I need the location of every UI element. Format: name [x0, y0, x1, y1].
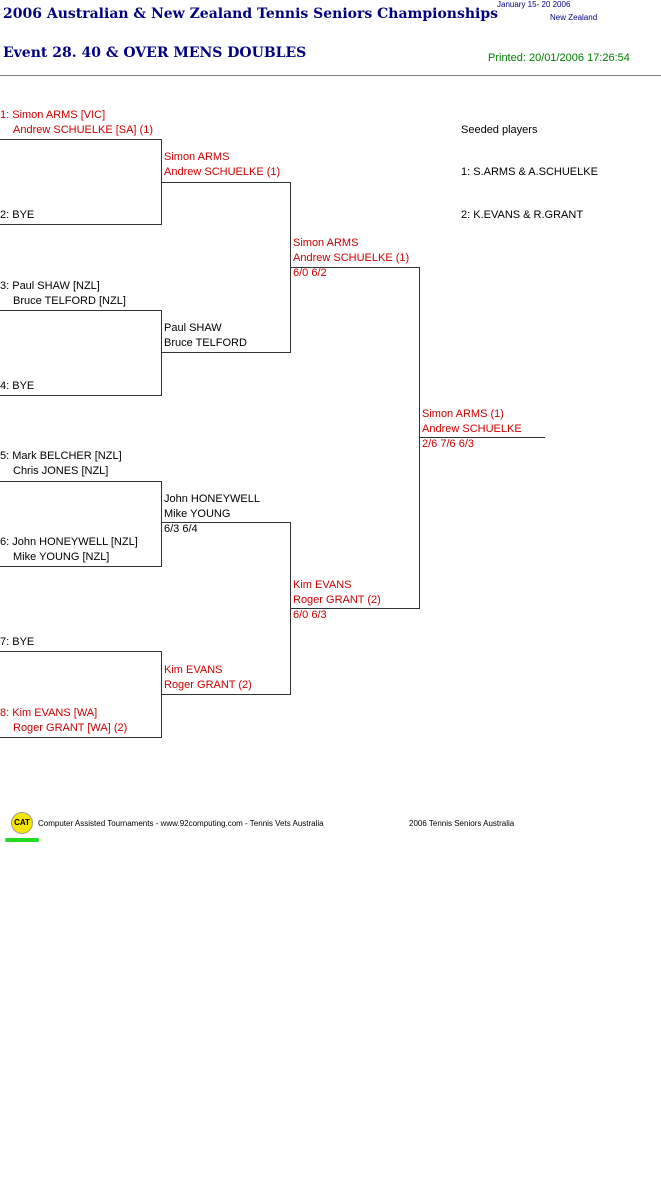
- r2-entry-1-line1: Simon ARMS: [164, 151, 230, 163]
- sf-entry-1-score: 6/0 6/2: [293, 267, 327, 279]
- logo-underline: [5, 838, 39, 842]
- r1-entry-5-line2: Chris JONES [NZL]: [13, 465, 109, 477]
- final-line: [419, 437, 545, 438]
- footer-credits: Computer Assisted Tournaments - www.92co…: [38, 819, 324, 828]
- r1-line-7: [0, 651, 161, 652]
- sf-entry-2-line1: Kim EVANS: [293, 579, 352, 591]
- r1-entry-6-line1: 6: John HONEYWELL [NZL]: [0, 536, 138, 548]
- seeded-player-2: 2: K.EVANS & R.GRANT: [461, 209, 584, 221]
- r1-line-8: [0, 737, 161, 738]
- seeded-player-1: 1: S.ARMS & A.SCHUELKE: [461, 166, 598, 178]
- r1-entry-1-line2: Andrew SCHUELKE [SA] (1): [13, 124, 153, 136]
- tournament-title: 2006 Australian & New Zealand Tennis Sen…: [3, 6, 499, 22]
- final-line1: Simon ARMS (1): [422, 408, 504, 420]
- r2-entry-3-score: 6/3 6/4: [164, 523, 198, 535]
- r2-entry-2-line2: Bruce TELFORD: [164, 337, 247, 349]
- r1-line-2: [0, 224, 161, 225]
- footer-organisation: 2006 Tennis Seniors Australia: [409, 819, 515, 828]
- sf-entry-2-line2: Roger GRANT (2): [293, 594, 381, 606]
- r1-entry-3-line1: 3: Paul SHAW [NZL]: [0, 280, 100, 292]
- r1-line-4: [0, 395, 161, 396]
- r2-entry-4-line1: Kim EVANS: [164, 664, 223, 676]
- final-score: 2/6 7/6 6/3: [422, 438, 474, 450]
- r2-line-3: [161, 522, 290, 523]
- r1-entry-1-line1: 1: Simon ARMS [VIC]: [0, 109, 106, 121]
- event-title: Event 28. 40 & OVER MENS DOUBLES: [3, 45, 307, 61]
- cat-logo-icon: CAT: [11, 812, 33, 834]
- r1-entry-2-line1: 2: BYE: [0, 209, 35, 221]
- tournament-location: New Zealand: [550, 13, 598, 22]
- r1-connector-2: [161, 310, 162, 396]
- r1-line-3: [0, 310, 161, 311]
- r1-line-6: [0, 566, 161, 567]
- seeded-players-heading: Seeded players: [461, 124, 538, 136]
- r1-connector-3: [161, 481, 162, 567]
- r1-entry-3-line2: Bruce TELFORD [NZL]: [13, 295, 126, 307]
- r1-entry-8-line2: Roger GRANT [WA] (2): [13, 722, 128, 734]
- r2-line-4: [161, 694, 290, 695]
- r2-entry-2-line1: Paul SHAW: [164, 322, 222, 334]
- sf-entry-1-line2: Andrew SCHUELKE (1): [293, 252, 410, 264]
- printed-timestamp: Printed: 20/01/2006 17:26:54: [488, 52, 630, 64]
- r1-entry-6-line2: Mike YOUNG [NZL]: [13, 551, 110, 563]
- r2-line-2: [161, 352, 290, 353]
- sf-line-1: [290, 267, 419, 268]
- r1-line-1: [0, 139, 161, 140]
- r1-entry-7-line1: 7: BYE: [0, 636, 35, 648]
- tournament-dates: January 15- 20 2006: [497, 0, 571, 9]
- sf-line-2: [290, 608, 419, 609]
- r1-entry-8-line1: 8: Kim EVANS [WA]: [0, 707, 98, 719]
- sf-entry-2-score: 6/0 6/3: [293, 609, 327, 621]
- r2-line-1: [161, 182, 290, 183]
- r1-entry-4-line1: 4: BYE: [0, 380, 35, 392]
- r2-entry-3-line2: Mike YOUNG: [164, 508, 231, 520]
- r2-entry-1-line2: Andrew SCHUELKE (1): [164, 166, 281, 178]
- sf-connector: [419, 267, 420, 609]
- header-divider: [0, 75, 661, 76]
- r1-entry-5-line1: 5: Mark BELCHER [NZL]: [0, 450, 122, 462]
- r2-entry-4-line2: Roger GRANT (2): [164, 679, 252, 691]
- sf-entry-1-line1: Simon ARMS: [293, 237, 359, 249]
- final-line2: Andrew SCHUELKE: [422, 423, 522, 435]
- r1-line-5: [0, 481, 161, 482]
- r2-entry-3-line1: John HONEYWELL: [164, 493, 260, 505]
